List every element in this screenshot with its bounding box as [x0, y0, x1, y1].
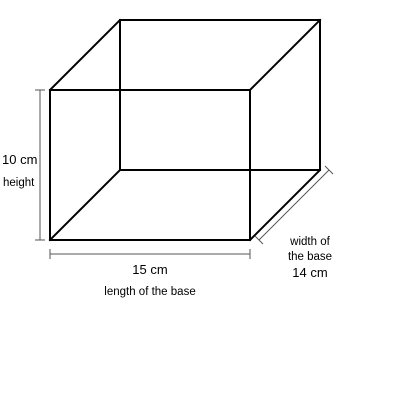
depth-edge-bottom-left — [48, 168, 122, 242]
depth-edge-top-right — [248, 18, 322, 92]
length-name-label: length of the base — [104, 286, 195, 298]
length-dimension-line — [49, 249, 251, 259]
box-edges — [48, 18, 322, 242]
width-name-label-line1: width of — [289, 236, 330, 248]
height-dimension-line — [35, 89, 45, 241]
front-face — [49, 89, 251, 241]
length-value-label: 15 cm — [132, 262, 167, 277]
depth-edge-top-left — [48, 18, 122, 92]
height-value-label: 10 cm — [2, 152, 37, 167]
width-value-label: 14 cm — [292, 265, 327, 280]
height-name-label: height — [3, 177, 35, 189]
depth-edge-bottom-right — [248, 168, 322, 242]
width-dimension-line — [254, 165, 334, 245]
width-name-label-line2: the base — [288, 251, 332, 263]
